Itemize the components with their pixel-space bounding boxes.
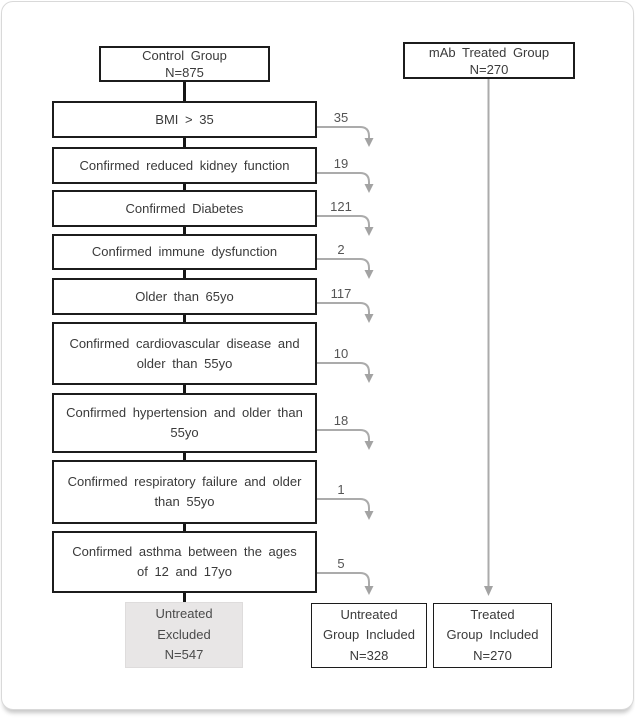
exclusion-count-kidney: 19 <box>333 156 349 171</box>
exclusion-count-hypertension: 18 <box>333 413 349 428</box>
exclusion-count-age65: 117 <box>330 286 352 301</box>
exclusion-box-kidney: Confirmed reduced kidney function <box>52 147 317 184</box>
exclusion-label: Confirmed Diabetes <box>125 200 244 216</box>
mab-group-n: N=270 <box>469 61 509 77</box>
control-group-title: Control Group <box>142 48 227 63</box>
outcome-n: N=547 <box>164 647 204 663</box>
outcome-line: Group Included <box>323 627 415 643</box>
exclusion-label: Older than 65yo <box>135 288 234 304</box>
exclusion-count-immune: 2 <box>337 242 345 257</box>
exclusion-count-respiratory: 1 <box>337 482 345 497</box>
control-group-n: N=875 <box>165 65 204 80</box>
exclusion-box-asthma: Confirmed asthma between the ages of 12 … <box>52 531 317 593</box>
untreated-excluded-box: Untreated Excluded N=547 <box>125 602 243 668</box>
outcome-n: N=328 <box>349 647 389 663</box>
outcome-line: Untreated <box>340 606 398 622</box>
outcome-line: Untreated <box>155 606 213 622</box>
mab-group-title: mAb Treated Group <box>428 44 550 60</box>
exclusion-label: Confirmed cardiovascular disease and old… <box>69 335 300 371</box>
outcome-n: N=270 <box>473 647 512 663</box>
exclusion-box-cardio: Confirmed cardiovascular disease and old… <box>52 322 317 385</box>
treated-included-box: Treated Group Included N=270 <box>433 603 552 668</box>
outcome-line: Treated <box>470 606 515 622</box>
exclusion-label: Confirmed immune dysfunction <box>91 244 278 259</box>
exclusion-box-respiratory: Confirmed respiratory failure and older … <box>52 460 317 524</box>
exclusion-count-diabetes: 121 <box>330 199 352 214</box>
exclusion-count-cardio: 10 <box>333 346 349 361</box>
exclusion-box-bmi: BMI > 35 <box>52 101 317 138</box>
outcome-line: Excluded <box>157 626 211 642</box>
control-group-box: Control Group N=875 <box>99 46 270 82</box>
exclusion-count-asthma: 5 <box>337 556 345 571</box>
exclusion-box-hypertension: Confirmed hypertension and older than 55… <box>52 393 317 453</box>
mab-group-box: mAb Treated Group N=270 <box>403 42 575 79</box>
exclusion-box-age65: Older than 65yo <box>52 278 317 315</box>
exclusion-label: Confirmed reduced kidney function <box>79 157 290 173</box>
exclusion-label: Confirmed respiratory failure and older … <box>67 474 302 509</box>
exclusion-box-diabetes: Confirmed Diabetes <box>52 190 317 227</box>
exclusion-box-immune: Confirmed immune dysfunction <box>52 234 317 270</box>
exclusion-count-bmi: 35 <box>333 110 349 125</box>
exclusion-label: BMI > 35 <box>155 111 214 127</box>
untreated-included-box: Untreated Group Included N=328 <box>311 603 427 668</box>
exclusion-label: Confirmed asthma between the ages of 12 … <box>72 544 297 579</box>
outcome-line: Group Included <box>446 627 539 643</box>
exclusion-label: Confirmed hypertension and older than 55… <box>66 405 303 440</box>
